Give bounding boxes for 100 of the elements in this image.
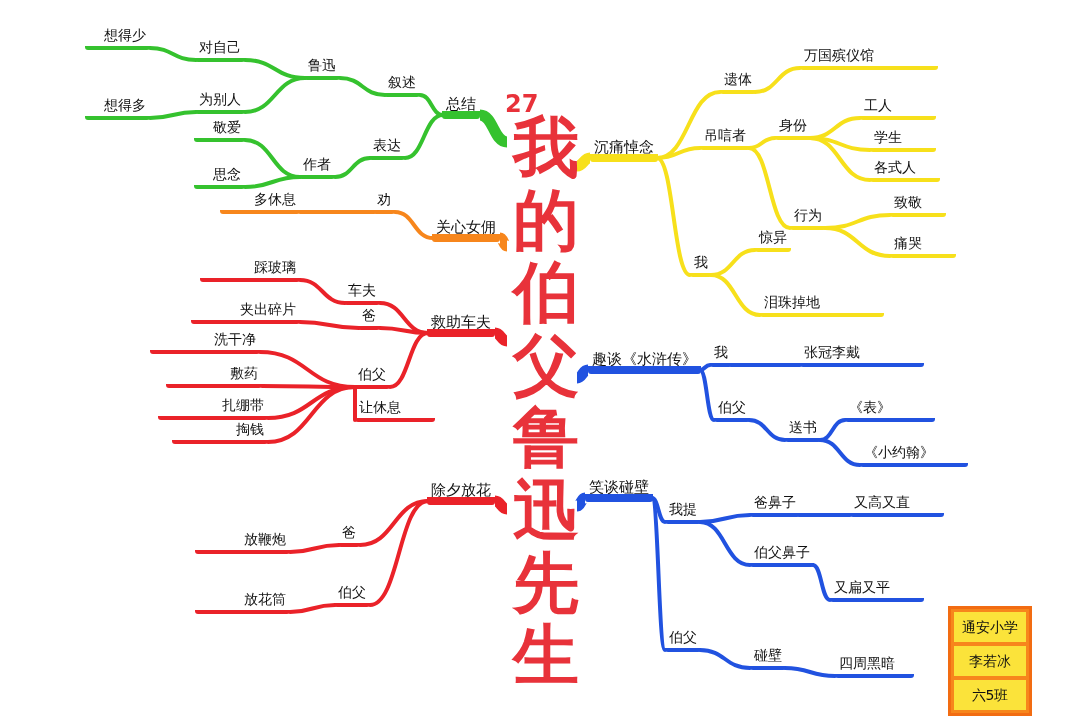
main-branch-label: 总结 — [442, 95, 480, 119]
branch-label: 爸 — [358, 306, 380, 330]
branch-label: 劝 — [373, 190, 395, 214]
branch-label: 惊异 — [755, 228, 791, 252]
main-branch-label: 沉痛悼念 — [590, 138, 658, 162]
branch-label: 伯父 — [714, 398, 750, 422]
branch-label: 敬爱 — [194, 118, 245, 142]
branch-label: 爸鼻子 — [750, 493, 800, 517]
branch-label: 泪珠掉地 — [760, 293, 884, 317]
main-branch-line — [575, 152, 592, 172]
branch-line — [698, 520, 752, 567]
branch-label: 敷药 — [166, 364, 262, 388]
branch-label: 痛哭 — [890, 234, 956, 258]
branch-line — [753, 66, 802, 94]
branch-label: 踩玻璃 — [200, 258, 300, 282]
branch-label: 对自己 — [195, 38, 245, 62]
branch-line — [298, 320, 361, 330]
branch-label: 放鞭炮 — [195, 530, 290, 554]
branch-label: 张冠李戴 — [800, 343, 924, 367]
branch-label: 又高又直 — [850, 493, 944, 517]
branch-label: 我 — [690, 253, 712, 277]
branch-line — [650, 496, 667, 652]
branch-line — [333, 156, 372, 179]
branch-line — [655, 156, 692, 277]
branch-line — [288, 543, 341, 554]
branch-label: 致敬 — [890, 193, 946, 217]
main-branch-line — [496, 233, 511, 251]
branch-label: 身份 — [775, 116, 811, 140]
main-branch-line — [493, 495, 509, 515]
branch-label: 表达 — [369, 136, 405, 160]
branch-label: 伯父 — [334, 583, 370, 607]
branch-label: 遗体 — [720, 70, 756, 94]
branch-label: 思念 — [194, 165, 245, 189]
branch-label: 伯父 — [354, 365, 390, 389]
branch-label: 我 — [710, 343, 732, 367]
branch-label: 《表》 — [845, 398, 935, 422]
branch-line — [338, 76, 387, 97]
branch-label: 让休息 — [355, 398, 435, 422]
branch-label: 放花筒 — [195, 590, 290, 614]
branch-label: 伯父鼻子 — [750, 543, 814, 567]
main-branch-line — [479, 109, 508, 148]
branch-line — [698, 368, 716, 422]
branch-label: 鲁迅 — [304, 56, 340, 80]
branch-line — [709, 273, 762, 317]
branch-label: 吊唁者 — [700, 126, 750, 150]
branch-label: 扎绷带 — [158, 396, 268, 420]
main-branch-line — [493, 327, 509, 347]
branch-label: 《小约翰》 — [860, 443, 968, 467]
name-card — [948, 606, 1032, 716]
branch-label: 学生 — [870, 128, 936, 152]
branch-line — [148, 46, 198, 62]
branch-line — [266, 385, 357, 444]
branch-line — [808, 136, 872, 182]
main-branch-label: 关心女佣 — [432, 218, 500, 242]
branch-line — [747, 146, 792, 230]
branch-label: 叙述 — [384, 73, 420, 97]
branch-line — [243, 76, 307, 114]
branch-label: 掏钱 — [172, 420, 268, 444]
branch-line — [298, 210, 376, 214]
branch-line — [393, 210, 435, 240]
main-branch-label: 笑谈碰壁 — [585, 478, 653, 502]
branch-label: 车夫 — [344, 281, 380, 305]
main-branch-line — [575, 364, 590, 384]
branch-line — [747, 418, 787, 442]
branch-label: 想得少 — [85, 26, 150, 50]
branch-label: 各式人 — [870, 158, 940, 182]
branch-line — [818, 438, 862, 467]
main-branch-label: 除夕放花 — [427, 481, 495, 505]
branch-line — [650, 496, 667, 524]
branch-line — [368, 499, 430, 607]
branch-label: 为别人 — [195, 90, 245, 114]
main-branch-label: 趣谈《水浒传》 — [588, 350, 701, 374]
branch-line — [243, 175, 302, 189]
branch-label: 送书 — [785, 418, 821, 442]
branch-line — [403, 113, 445, 160]
branch-label: 爸 — [338, 523, 360, 547]
branch-line — [388, 331, 430, 389]
branch-line — [148, 110, 198, 120]
branch-label: 多休息 — [220, 190, 300, 214]
branch-label: 碰壁 — [750, 646, 786, 670]
branch-label: 作者 — [299, 155, 335, 179]
branch-label: 工人 — [860, 96, 936, 120]
branch-line — [823, 226, 892, 258]
branch-label: 四周黑暗 — [835, 654, 914, 678]
branch-line — [797, 513, 852, 517]
branch-label: 我提 — [665, 500, 701, 524]
branch-label: 行为 — [790, 206, 826, 230]
branch-line — [783, 666, 837, 678]
branch-label: 伯父 — [665, 628, 701, 652]
branch-label: 想得多 — [85, 96, 150, 120]
main-branch-line — [574, 493, 588, 511]
main-branch-label: 救助车夫 — [427, 313, 495, 337]
branch-label: 又扁又平 — [830, 578, 924, 602]
branch-line — [288, 603, 337, 614]
branch-line — [729, 363, 802, 367]
branch-label: 万国殡仪馆 — [800, 46, 938, 70]
branch-line — [811, 563, 832, 602]
branch-label: 夹出碎片 — [191, 300, 300, 324]
branch-line — [298, 278, 347, 305]
branch-line — [698, 648, 752, 670]
